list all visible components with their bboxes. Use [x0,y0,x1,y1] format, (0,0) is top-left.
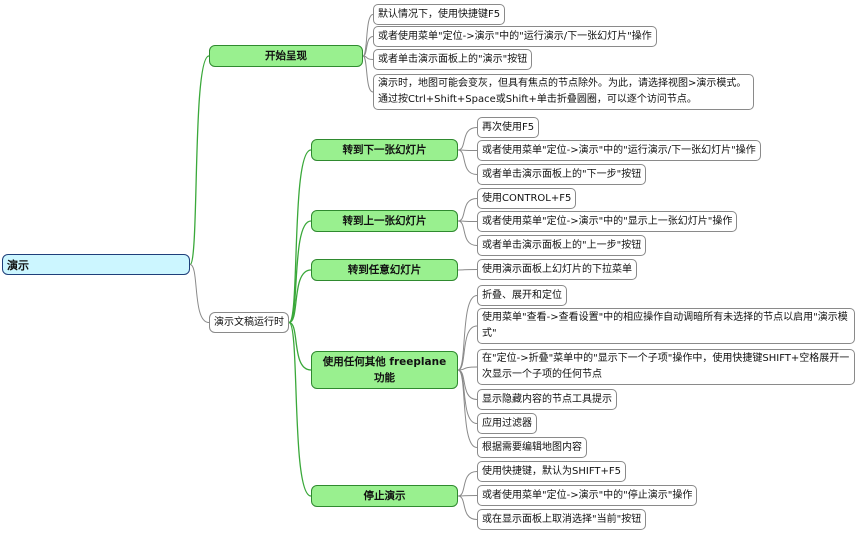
leaf-node[interactable]: 或者单击演示面板上的"下一步"按钮 [477,164,647,185]
leaf-node[interactable]: 或者使用菜单"定位->演示"中的"显示上一张幻灯片"操作 [477,211,738,232]
connector-line [457,325,478,371]
node-any-slide[interactable]: 转到任意幻灯片 [311,259,458,281]
connector-line [457,198,478,222]
node-presentation-running[interactable]: 演示文稿运行时 [209,312,289,333]
leaf-node[interactable]: 演示时，地图可能会变灰，但具有焦点的节点除外。为此，请选择视图>演示模式。通过按… [373,74,754,110]
leaf-node[interactable]: 使用快捷键，默认为SHIFT+F5 [477,461,626,482]
connector-line [457,149,478,175]
connector-line [457,495,478,520]
leaf-node[interactable]: 根据需要编辑地图内容 [477,437,587,458]
leaf-node[interactable]: 或者使用菜单"定位->演示"中的"运行演示/下一张幻灯片"操作 [477,140,761,161]
leaf-node[interactable]: 使用CONTROL+F5 [477,188,577,209]
node-start-presentation[interactable]: 开始呈现 [209,45,363,67]
connector-line [457,269,478,271]
leaf-node[interactable]: 或者单击演示面板上的"演示"按钮 [373,49,533,70]
connector-line [288,321,312,497]
connector-line [288,321,312,371]
connector-line [189,264,210,323]
connector-line [457,366,478,371]
leaf-node[interactable]: 或在显示面板上取消选择"当前"按钮 [477,509,647,530]
node-next-slide[interactable]: 转到下一张幻灯片 [311,139,458,161]
leaf-node[interactable]: 折叠、展开和定位 [477,285,567,306]
connector-line [189,55,210,266]
leaf-node[interactable]: 再次使用F5 [477,117,540,138]
leaf-node[interactable]: 使用演示面板上幻灯片的下拉菜单 [477,259,637,280]
connector-line [457,220,478,246]
connector-line [457,369,478,448]
node-previous-slide[interactable]: 转到上一张幻灯片 [311,210,458,232]
connector-line [457,495,478,497]
connector-line [288,149,312,324]
connector-line [457,471,478,497]
connector-line [457,369,478,424]
connector-line [288,220,312,324]
connector-line [362,55,374,93]
leaf-node[interactable]: 使用菜单"查看->查看设置"中的相应操作自动调暗所有未选择的节点以启用"演示模式… [477,308,855,344]
connector-line [457,295,478,371]
connector-line [362,36,374,57]
leaf-node[interactable]: 应用过滤器 [477,413,537,434]
node-other-features[interactable]: 使用任何其他 freeplane 功能 [311,351,458,389]
leaf-node[interactable]: 或者使用菜单"定位->演示"中的"停止演示"操作 [477,485,698,506]
connector-line [362,14,374,57]
node-stop-presentation[interactable]: 停止演示 [311,485,458,507]
connector-line [457,127,478,151]
leaf-node[interactable]: 显示隐藏内容的节点工具提示 [477,389,617,410]
leaf-node[interactable]: 或者使用菜单"定位->演示"中的"运行演示/下一张幻灯片"操作 [373,26,657,47]
root-node[interactable]: 演示 [2,254,190,275]
connector-line [288,269,312,324]
leaf-node[interactable]: 或者单击演示面板上的"上一步"按钮 [477,235,647,256]
leaf-node[interactable]: 在"定位->折叠"菜单中的"显示下一个子项"操作中，使用快捷键SHIFT+空格展… [477,349,855,385]
leaf-node[interactable]: 默认情况下，使用快捷键F5 [373,4,506,25]
